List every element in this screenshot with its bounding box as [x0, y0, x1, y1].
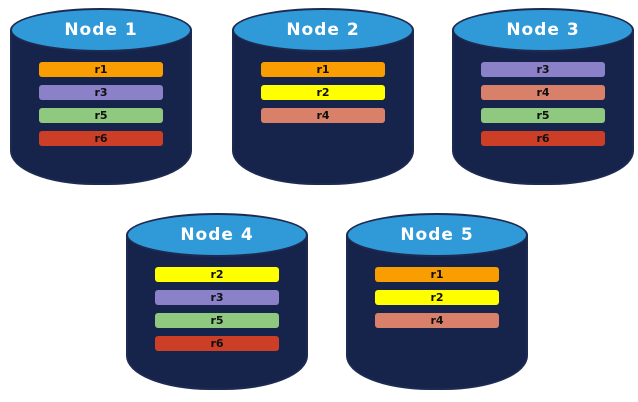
node-4[interactable]: Node 4 r2 r3 r5 r6 [126, 213, 308, 390]
node-1[interactable]: Node 1 r1 r3 r5 r6 [10, 8, 192, 185]
replica-bar-r1[interactable]: r1 [39, 62, 163, 77]
replica-list: r1 r2 r4 [346, 267, 528, 328]
node-title: Node 2 [286, 20, 360, 40]
replica-bar-r5[interactable]: r5 [155, 313, 279, 328]
replica-bar-r3[interactable]: r3 [481, 62, 605, 77]
replica-bar-r6[interactable]: r6 [481, 131, 605, 146]
cylinder-top-ellipse [346, 213, 528, 257]
node-title: Node 5 [400, 225, 474, 245]
replica-bar-r4[interactable]: r4 [261, 108, 385, 123]
node-title: Node 4 [180, 225, 254, 245]
replica-bar-r6[interactable]: r6 [155, 336, 279, 351]
node-3[interactable]: Node 3 r3 r4 r5 r6 [452, 8, 634, 185]
cylinder-body [452, 30, 634, 185]
replica-bar-r1[interactable]: r1 [375, 267, 499, 282]
replica-bar-r5[interactable]: r5 [481, 108, 605, 123]
replica-bar-r2[interactable]: r2 [261, 85, 385, 100]
replica-bar-r4[interactable]: r4 [481, 85, 605, 100]
cylinder-top-ellipse [10, 8, 192, 52]
cylinder-top-ellipse [126, 213, 308, 257]
replica-list: r3 r4 r5 r6 [452, 62, 634, 146]
replica-bar-r2[interactable]: r2 [155, 267, 279, 282]
node-5[interactable]: Node 5 r1 r2 r4 [346, 213, 528, 390]
replica-bar-r3[interactable]: r3 [39, 85, 163, 100]
replica-bar-r5[interactable]: r5 [39, 108, 163, 123]
replica-bar-r2[interactable]: r2 [375, 290, 499, 305]
cylinder-body [126, 235, 308, 390]
node-2[interactable]: Node 2 r1 r2 r4 [232, 8, 414, 185]
cylinder-top-ellipse [232, 8, 414, 52]
replica-bar-r1[interactable]: r1 [261, 62, 385, 77]
replica-list: r2 r3 r5 r6 [126, 267, 308, 351]
cylinder-body [232, 30, 414, 185]
replica-list: r1 r2 r4 [232, 62, 414, 123]
node-title: Node 3 [506, 20, 580, 40]
replica-bar-r3[interactable]: r3 [155, 290, 279, 305]
replica-list: r1 r3 r5 r6 [10, 62, 192, 146]
cylinder-top-ellipse [452, 8, 634, 52]
node-title: Node 1 [64, 20, 138, 40]
replica-bar-r4[interactable]: r4 [375, 313, 499, 328]
replica-bar-r6[interactable]: r6 [39, 131, 163, 146]
